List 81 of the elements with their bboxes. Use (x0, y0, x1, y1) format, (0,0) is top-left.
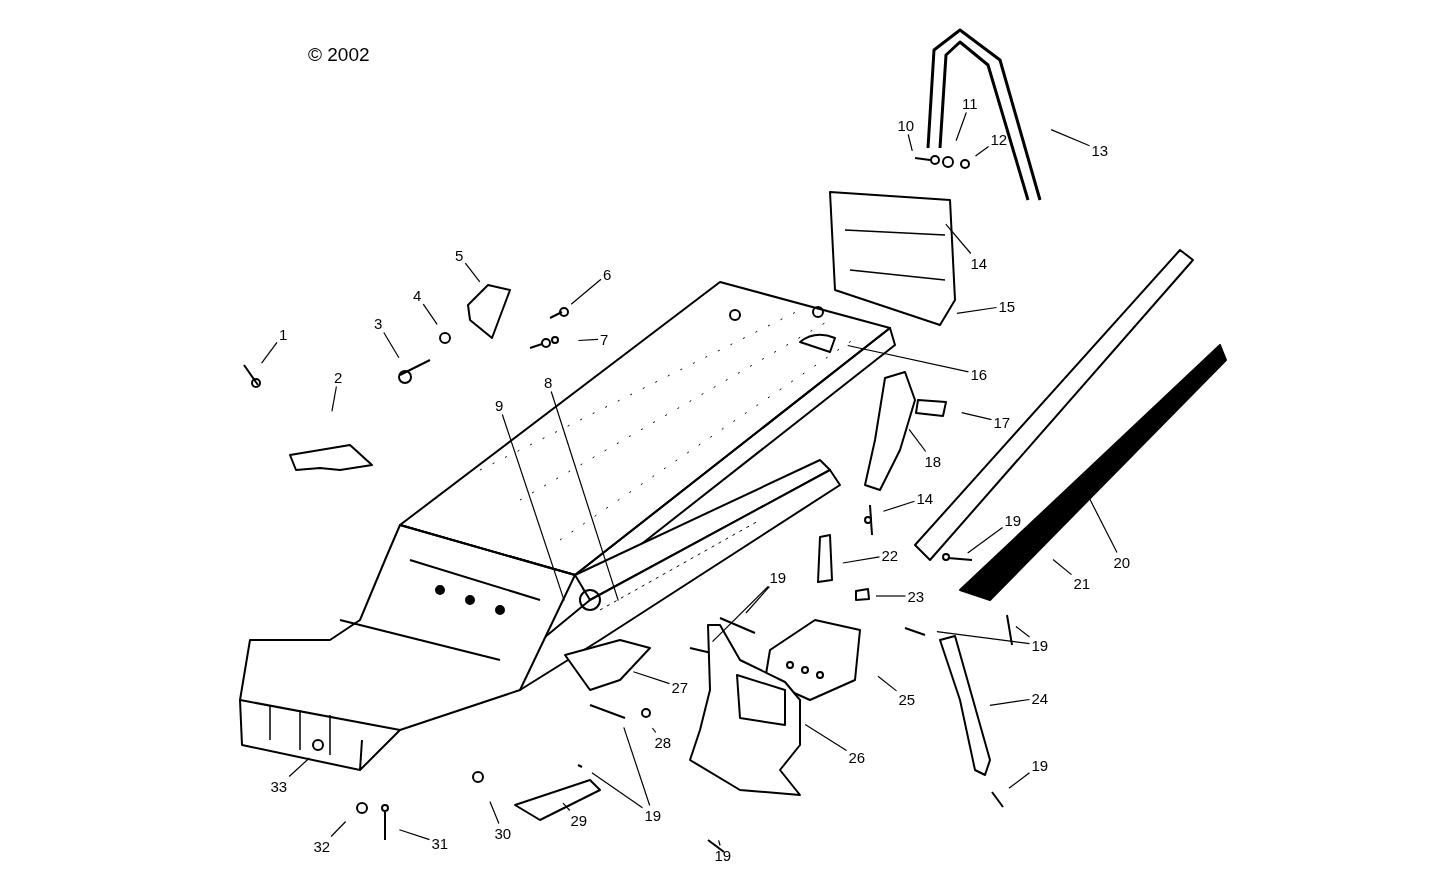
callout-number: 19 (1030, 756, 1050, 774)
leader-line (945, 223, 972, 255)
leader-line (711, 585, 769, 643)
callout-number: 16 (969, 365, 989, 383)
callout-number: 2 (333, 368, 344, 386)
leader-line (1050, 129, 1091, 147)
callout-number: 11 (961, 94, 979, 112)
callout-number: 5 (454, 246, 465, 264)
callout-number: 19 (1003, 511, 1023, 529)
leader-line (1008, 772, 1031, 789)
leader-line (464, 262, 481, 283)
leader-line (974, 145, 990, 157)
callout-number: 21 (1072, 574, 1092, 592)
callout-number: 19 (713, 846, 733, 864)
leader-line (591, 772, 644, 809)
callout-number: 23 (906, 587, 926, 605)
leader-line (956, 306, 998, 314)
leader-line (331, 385, 337, 412)
leader-line (422, 303, 438, 325)
leader-line (577, 338, 599, 342)
callout-number: 26 (847, 748, 867, 766)
callout-number: 6 (602, 265, 613, 283)
callout-number: 14 (969, 254, 989, 272)
leader-line (955, 111, 967, 142)
callout-number: 17 (992, 413, 1012, 431)
callout-number: 12 (989, 130, 1009, 148)
leader-line (632, 671, 671, 685)
callout-number: 22 (880, 546, 900, 564)
leader-line (489, 800, 500, 825)
callout-number: 28 (653, 733, 673, 751)
callout-number: 29 (569, 811, 589, 829)
callout-number: 13 (1090, 141, 1110, 159)
leader-line (1052, 558, 1073, 576)
leader-line (842, 556, 881, 564)
leader-line (398, 829, 431, 841)
leader-line (1015, 625, 1031, 638)
callout-number: 32 (312, 837, 332, 855)
leader-line (882, 500, 916, 512)
callout-number: 7 (599, 330, 610, 348)
leader-line (907, 133, 913, 152)
callout-number: 20 (1112, 553, 1132, 571)
callout-number: 27 (670, 678, 690, 696)
callout-number: 19 (643, 806, 663, 824)
leader-line (961, 412, 993, 421)
callout-number: 3 (373, 314, 384, 332)
leader-line (847, 344, 970, 373)
callout-number: 1 (278, 325, 289, 343)
leader-line (623, 726, 651, 807)
leader-line (570, 278, 602, 305)
leader-line (383, 331, 400, 359)
leader-line (967, 526, 1004, 554)
leader-line (501, 413, 565, 602)
callout-number: 9 (494, 396, 505, 414)
leader-line (908, 428, 927, 453)
callout-number: 30 (493, 824, 513, 842)
leader-line (562, 802, 571, 812)
copyright-note: © 2002 (308, 44, 370, 66)
leader-line (288, 757, 310, 778)
leader-line (651, 727, 657, 734)
leader-line (877, 675, 898, 692)
callout-number: 19 (1030, 636, 1050, 654)
callout-number: 10 (896, 116, 916, 134)
leader-line (330, 820, 347, 838)
callout-number: 15 (997, 297, 1017, 315)
callout-number: 19 (768, 568, 788, 586)
callout-number: 24 (1030, 689, 1050, 707)
callout-number: 4 (412, 286, 423, 304)
callout-number: 33 (269, 777, 289, 795)
callout-number: 18 (923, 452, 943, 470)
callout-number: 25 (897, 690, 917, 708)
leader-line (261, 341, 278, 364)
leader-line (989, 698, 1031, 706)
leader-line (745, 585, 770, 614)
leader-line (550, 390, 619, 602)
leader-line (804, 723, 848, 752)
callout-number: 8 (543, 373, 554, 391)
leader-line (936, 631, 1031, 645)
callout-number: 14 (915, 489, 935, 507)
leader-line (875, 595, 907, 597)
callout-number: 31 (430, 834, 450, 852)
leader-line (718, 839, 721, 847)
